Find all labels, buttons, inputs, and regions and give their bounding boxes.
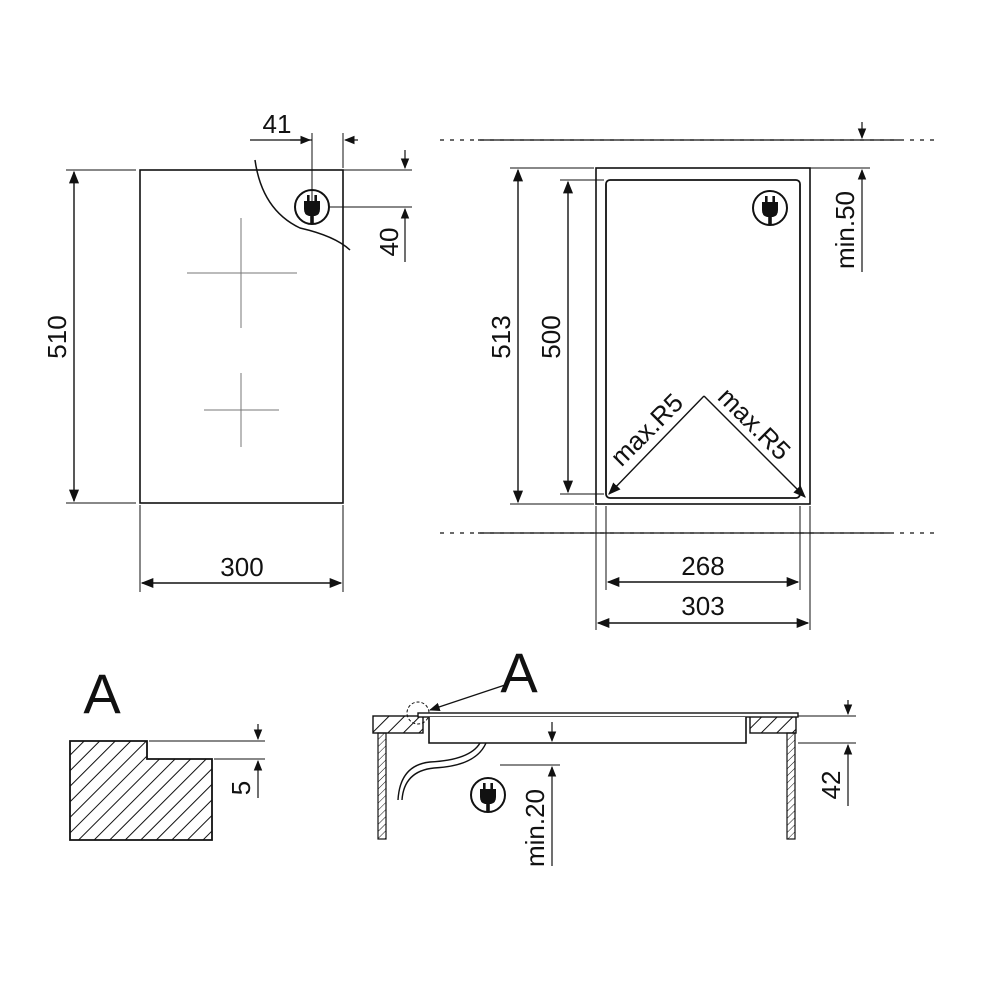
dim-clearance-bottom: min.20 [520, 789, 550, 867]
section-a-label: A [500, 641, 538, 704]
cabinet-wall-right [786, 732, 796, 840]
corner-radius-right: max.R5 [712, 381, 797, 466]
plug-icon [752, 190, 788, 226]
dim-outer-width: 303 [681, 591, 724, 621]
hob-outline [139, 169, 344, 504]
dim-inner-width: 268 [681, 551, 724, 581]
dim-width: 300 [220, 552, 263, 582]
dim-inner-height: 500 [536, 315, 566, 358]
cable [397, 742, 481, 801]
dim-outer-height: 513 [486, 315, 516, 358]
cable-curve [254, 159, 351, 251]
worktop-right [749, 715, 797, 734]
cooking-zone-lower [204, 373, 279, 447]
dim-clearance-top: min.50 [830, 191, 860, 269]
dim-plug-offset-y: 40 [374, 228, 404, 257]
corner-radius-left: max.R5 [604, 387, 689, 472]
detail-a: A 5 [69, 662, 265, 841]
section-view: A min.20 42 [372, 641, 856, 867]
dim-plug-offset-x: 41 [263, 109, 292, 139]
worktop-left [372, 715, 424, 734]
dim-thickness: 42 [816, 771, 846, 800]
detail-a-label: A [83, 662, 121, 725]
dim-height: 510 [42, 315, 72, 358]
cutout-view: max.R5 max.R5 513 500 268 303 min.50 [440, 122, 938, 630]
hob-glass [417, 712, 799, 718]
plug-icon [470, 777, 506, 813]
cutout-outline [605, 179, 801, 499]
hob-outer-outline [595, 167, 811, 505]
cabinet-wall-left [377, 732, 387, 840]
cooking-zone-upper [187, 218, 297, 328]
dim-step: 5 [226, 781, 256, 795]
hob-top-view: 300 510 41 40 [42, 109, 412, 592]
hob-body [428, 717, 747, 744]
worktop-hatched-section [69, 740, 213, 841]
